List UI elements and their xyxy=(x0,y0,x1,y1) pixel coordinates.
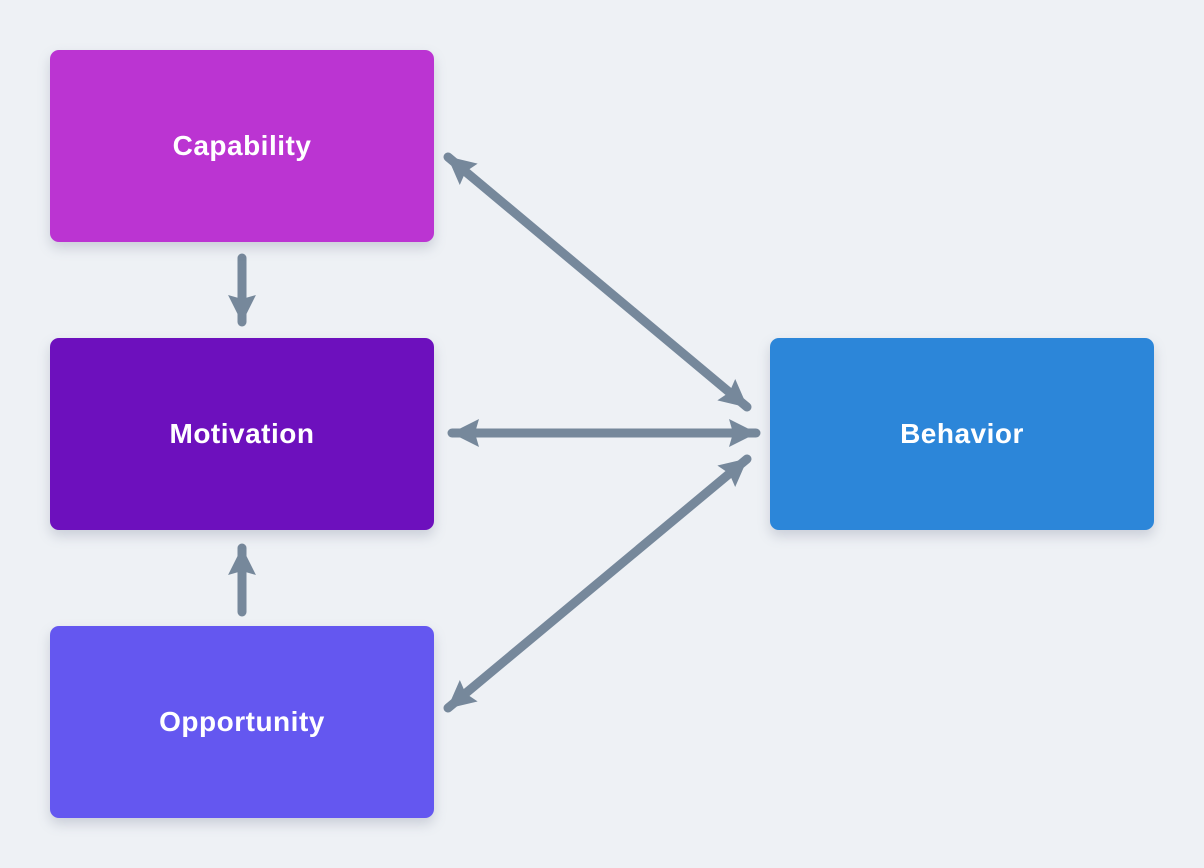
edge-capability-behavior-arrow-double xyxy=(443,152,752,412)
node-behavior-label: Behavior xyxy=(900,418,1024,449)
node-capability: Capability xyxy=(50,50,434,242)
node-behavior: Behavior xyxy=(770,338,1154,530)
node-opportunity-label: Opportunity xyxy=(159,706,325,737)
node-opportunity: Opportunity xyxy=(50,626,434,818)
edge-opportunity-behavior-arrow-double xyxy=(443,454,752,713)
node-capability-label: Capability xyxy=(172,130,312,161)
node-motivation-label: Motivation xyxy=(169,418,315,449)
node-motivation: Motivation xyxy=(50,338,434,530)
